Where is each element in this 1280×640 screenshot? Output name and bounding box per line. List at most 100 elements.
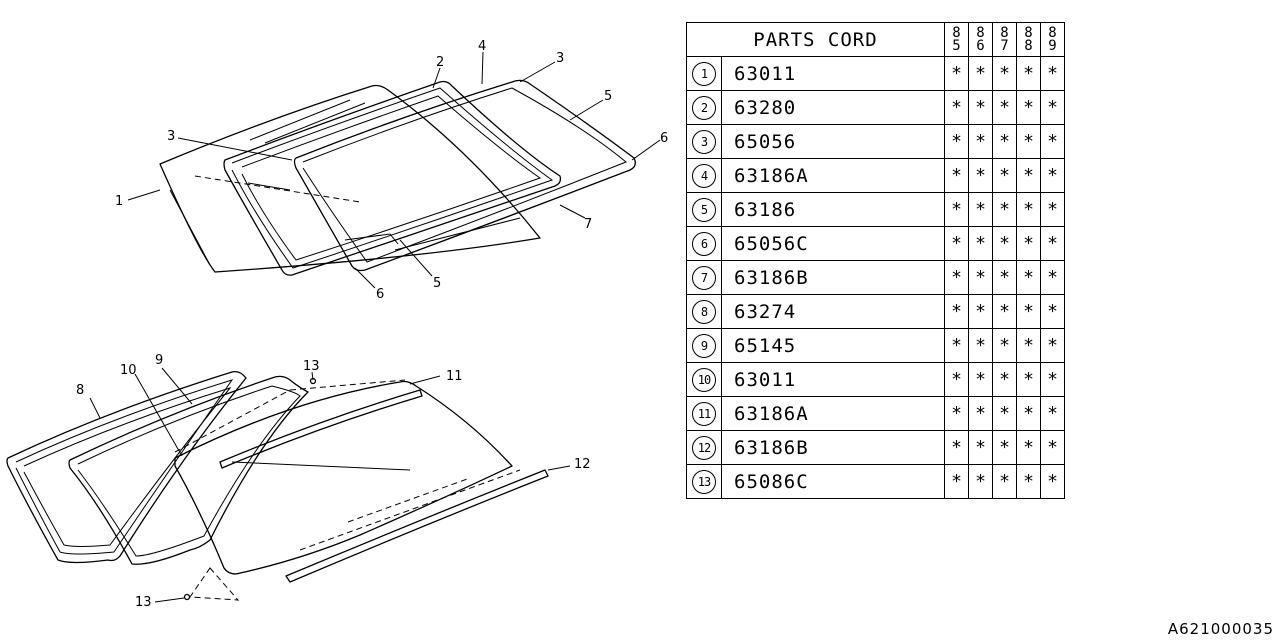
applicability-mark: * bbox=[1040, 226, 1065, 261]
circled-number: 6 bbox=[692, 231, 716, 256]
applicability-mark: * bbox=[1016, 90, 1041, 125]
applicability-mark: * bbox=[992, 226, 1017, 261]
callout-3b: 3 bbox=[556, 51, 564, 66]
applicability-mark: * bbox=[1016, 226, 1041, 261]
applicability-mark: * bbox=[944, 124, 969, 159]
row-number-cell: 2 bbox=[686, 90, 722, 125]
applicability-mark: * bbox=[992, 158, 1017, 193]
part-code-cell: 63011 bbox=[721, 56, 945, 91]
applicability-mark: * bbox=[968, 56, 993, 91]
applicability-mark: * bbox=[1016, 260, 1041, 295]
applicability-mark: * bbox=[968, 464, 993, 499]
part-code-cell: 65145 bbox=[721, 328, 945, 363]
callout-4: 4 bbox=[478, 39, 486, 54]
applicability-mark: * bbox=[1040, 192, 1065, 227]
applicability-mark: * bbox=[992, 90, 1017, 125]
callout-5b: 5 bbox=[433, 276, 441, 291]
circled-number: 5 bbox=[692, 197, 716, 222]
weatherstrip-upper bbox=[223, 80, 562, 276]
applicability-mark: * bbox=[944, 396, 969, 431]
rear-molding bbox=[68, 375, 309, 565]
applicability-mark: * bbox=[1040, 464, 1065, 499]
diagram-svg: 1 2 3 3 4 5 5 6 6 7 bbox=[6, 39, 668, 610]
applicability-mark: * bbox=[1040, 56, 1065, 91]
windshield-glass bbox=[159, 84, 541, 273]
row-number-cell: 6 bbox=[686, 226, 722, 261]
row-number-cell: 7 bbox=[686, 260, 722, 295]
row-number-cell: 4 bbox=[686, 158, 722, 193]
applicability-mark: * bbox=[992, 124, 1017, 159]
applicability-mark: * bbox=[992, 294, 1017, 329]
applicability-mark: * bbox=[992, 328, 1017, 363]
exploded-parts-diagram: 1 2 3 3 4 5 5 6 6 7 bbox=[6, 39, 668, 610]
callout-13b: 13 bbox=[135, 595, 152, 610]
row-number-cell: 9 bbox=[686, 328, 722, 363]
row-number-cell: 1 bbox=[686, 56, 722, 91]
applicability-mark: * bbox=[944, 260, 969, 295]
rear-weatherstrip bbox=[6, 370, 247, 564]
circled-number: 7 bbox=[692, 265, 716, 290]
applicability-mark: * bbox=[1016, 362, 1041, 397]
applicability-mark: * bbox=[992, 192, 1017, 227]
applicability-mark: * bbox=[1016, 430, 1041, 465]
rear-glass bbox=[174, 379, 549, 601]
applicability-mark: * bbox=[1040, 294, 1065, 329]
applicability-mark: * bbox=[968, 294, 993, 329]
applicability-mark: * bbox=[1040, 260, 1065, 295]
upper-callouts: 1 2 3 3 4 5 5 6 6 7 bbox=[115, 39, 668, 302]
part-code-cell: 63186 bbox=[721, 192, 945, 227]
applicability-mark: * bbox=[992, 464, 1017, 499]
applicability-mark: * bbox=[968, 396, 993, 431]
circled-number: 4 bbox=[692, 163, 716, 188]
part-code-cell: 63274 bbox=[721, 294, 945, 329]
applicability-mark: * bbox=[1040, 396, 1065, 431]
applicability-mark: * bbox=[1040, 124, 1065, 159]
applicability-mark: * bbox=[992, 430, 1017, 465]
callout-6b: 6 bbox=[376, 287, 384, 302]
applicability-mark: * bbox=[992, 396, 1017, 431]
applicability-mark: * bbox=[1016, 192, 1041, 227]
circled-number: 12 bbox=[692, 435, 716, 460]
circled-number: 11 bbox=[692, 401, 716, 426]
applicability-mark: * bbox=[1016, 328, 1041, 363]
applicability-mark: * bbox=[992, 260, 1017, 295]
circled-number: 3 bbox=[692, 129, 716, 154]
applicability-mark: * bbox=[992, 362, 1017, 397]
circled-number: 1 bbox=[692, 61, 716, 86]
part-code-cell: 65056C bbox=[721, 226, 945, 261]
part-code-cell: 65086C bbox=[721, 464, 945, 499]
row-number-cell: 10 bbox=[686, 362, 722, 397]
part-code-cell: 63186A bbox=[721, 158, 945, 193]
applicability-mark: * bbox=[944, 430, 969, 465]
lower-callouts: 8 9 10 11 12 13 13 bbox=[76, 353, 591, 610]
applicability-mark: * bbox=[968, 430, 993, 465]
callout-9: 9 bbox=[155, 353, 163, 368]
callout-12: 12 bbox=[574, 457, 591, 472]
applicability-mark: * bbox=[944, 294, 969, 329]
callout-13a: 13 bbox=[303, 359, 320, 374]
callout-1: 1 bbox=[115, 194, 123, 209]
applicability-mark: * bbox=[1016, 464, 1041, 499]
applicability-mark: * bbox=[968, 362, 993, 397]
part-code-cell: 63186A bbox=[721, 396, 945, 431]
applicability-mark: * bbox=[1016, 294, 1041, 329]
applicability-mark: * bbox=[944, 464, 969, 499]
applicability-mark: * bbox=[944, 56, 969, 91]
circled-number: 13 bbox=[692, 469, 716, 494]
applicability-mark: * bbox=[1040, 158, 1065, 193]
